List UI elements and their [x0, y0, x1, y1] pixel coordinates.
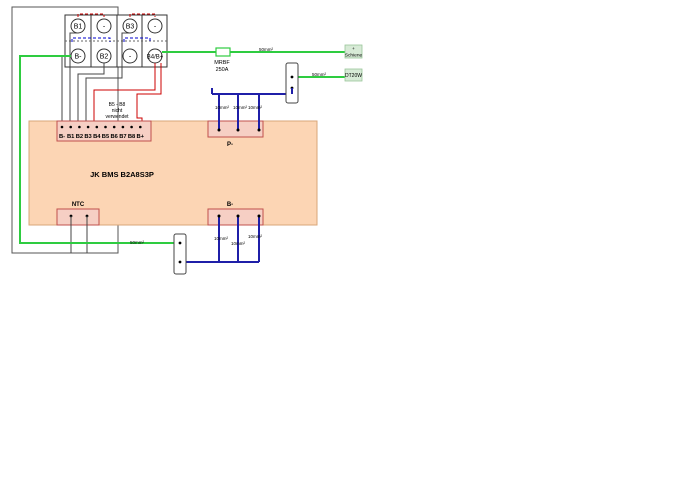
b-minus-shunt-pin [178, 241, 182, 245]
dt20w-label: DT20W [345, 73, 362, 79]
terminal-minus-label: - [154, 24, 157, 31]
terminal-minus [147, 18, 163, 34]
ntc-connector [56, 208, 100, 226]
p-wire-label-3: 10mm² [248, 105, 263, 110]
balance-pin-label: B8 [128, 134, 136, 140]
balance-note-line3: verwendet [105, 114, 129, 120]
terminal-minus [122, 48, 138, 64]
balance-pin-label: B+ [137, 134, 145, 140]
sense-wire-b3 [85, 32, 130, 127]
balance-pin [69, 125, 72, 129]
terminal-b3-label: B3 [126, 24, 135, 31]
balance-pin [78, 125, 81, 129]
b-minus-pin [257, 214, 261, 218]
main-cables [19, 51, 345, 244]
sense-wire-b4 [93, 63, 156, 127]
balance-pin [112, 125, 116, 129]
busbar-cable-label: 50mm² [259, 47, 274, 52]
p-minus-shunt-pin [290, 75, 294, 79]
fuse [215, 47, 231, 57]
balance-pin [139, 125, 142, 129]
p-wire-label-1: 10mm² [215, 105, 230, 110]
terminal-minus-label: - [103, 24, 106, 31]
p-minus-label: P- [227, 142, 233, 148]
sense-wire-b-plus [136, 63, 162, 127]
sense-wire-b1 [69, 32, 78, 127]
cell-link-blue [71, 37, 111, 42]
balance-pin-label: B2 [76, 134, 83, 140]
b-minus-label: B- [227, 202, 233, 208]
b-minus-main-cable [19, 55, 180, 244]
balance-pin-label: B7 [119, 134, 126, 140]
terminal-b4-bplus-label: B4/B+ [147, 55, 164, 61]
b-minus-connector [207, 208, 264, 226]
balance-note-line1: B5 - B8 [109, 102, 126, 108]
p-minus-pin [217, 128, 221, 132]
b-wire-label-2: 10mm² [231, 241, 246, 246]
cell-link-blue [123, 37, 151, 42]
b-minus-wires [180, 216, 260, 263]
fuse-rating: 250A [216, 67, 229, 73]
balance-pin-label: B1 [67, 134, 75, 140]
balance-pin-label: B6 [110, 134, 118, 140]
balance-pin-label: B3 [84, 134, 92, 140]
balance-pin-label: B5 [102, 134, 110, 140]
terminal-b-minus-label: B- [75, 54, 83, 61]
busbar-sign: + [352, 46, 355, 51]
terminal-b2-label: B2 [100, 54, 109, 61]
p-minus-pin [257, 128, 261, 132]
terminal-minus-label: - [129, 54, 132, 61]
balance-connector [56, 120, 152, 142]
balance-pin [86, 125, 90, 129]
balance-pin [121, 125, 125, 129]
terminal-minus [96, 18, 112, 34]
balance-pin [95, 125, 99, 129]
balance-note-line2: nicht [112, 108, 123, 114]
cell-link-red [77, 13, 105, 17]
p-minus-shunt [285, 62, 299, 104]
balance-pin [60, 125, 64, 129]
balance-pin-label: B4 [93, 134, 101, 140]
fuse-name: MRBF [214, 60, 230, 66]
cell-link-red [129, 13, 156, 17]
balance-pin-label: B- [59, 134, 65, 140]
b-minus-pin [236, 214, 240, 218]
ntc-label: NTC [72, 202, 85, 208]
p-minus-wires [211, 88, 292, 130]
bms-title: JK BMS B2A8S3P [90, 170, 154, 179]
busbar-label: Schiene [345, 53, 363, 59]
p-wire-label-2: 10mm² [233, 105, 248, 110]
busbar [344, 44, 363, 59]
dt20w-cable-label: 50mm² [312, 72, 327, 77]
b-wire-label-3: 10mm² [248, 234, 263, 239]
ground-cable-label: 50mm² [130, 240, 145, 245]
dt20w-box [344, 68, 363, 82]
balance-pin [104, 125, 107, 129]
b-wire-label-1: 10mm² [214, 236, 229, 241]
b-minus-shunt [173, 233, 187, 275]
sense-wire-b2 [77, 63, 105, 127]
balance-pin [130, 125, 133, 129]
p-minus-connector [207, 120, 264, 138]
b-minus-pin [217, 214, 221, 218]
p-minus-pin [236, 128, 240, 132]
b-minus-shunt-pin [178, 260, 182, 264]
terminal-b1-label: B1 [74, 24, 83, 31]
